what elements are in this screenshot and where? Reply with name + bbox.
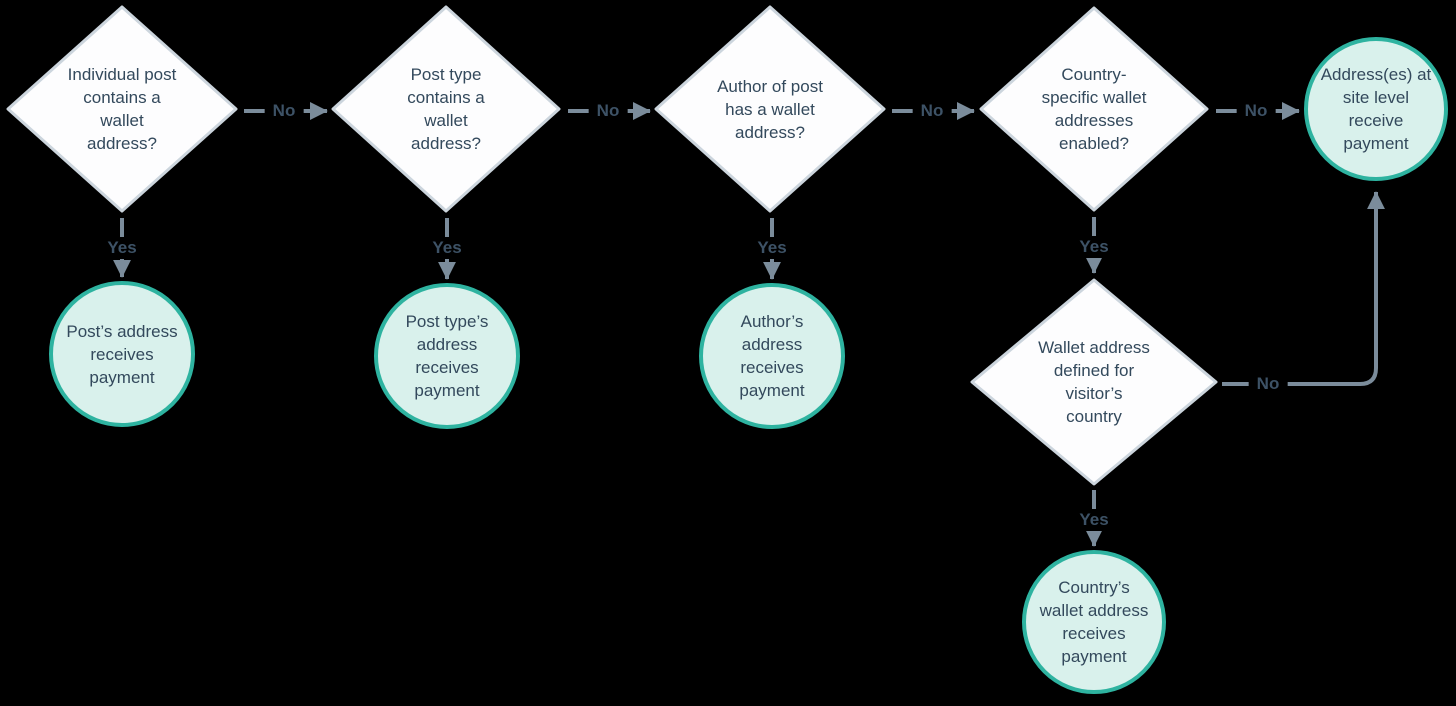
outcome-author-address-shape <box>699 283 845 429</box>
decision-country-enabled-shape <box>979 6 1209 212</box>
decision-visitor-country-shape <box>970 278 1218 486</box>
outcome-country-address-shape <box>1022 550 1166 694</box>
decision-individual-post-shape <box>6 5 238 213</box>
decision-post-type-shape <box>331 5 561 213</box>
decision-author-shape <box>654 5 886 213</box>
outcome-site-address-shape <box>1304 37 1448 181</box>
connector-no-visitorcountry-to-site <box>1222 191 1385 386</box>
outcome-post-type-address-shape <box>374 283 520 429</box>
outcome-post-address-shape <box>49 281 195 427</box>
